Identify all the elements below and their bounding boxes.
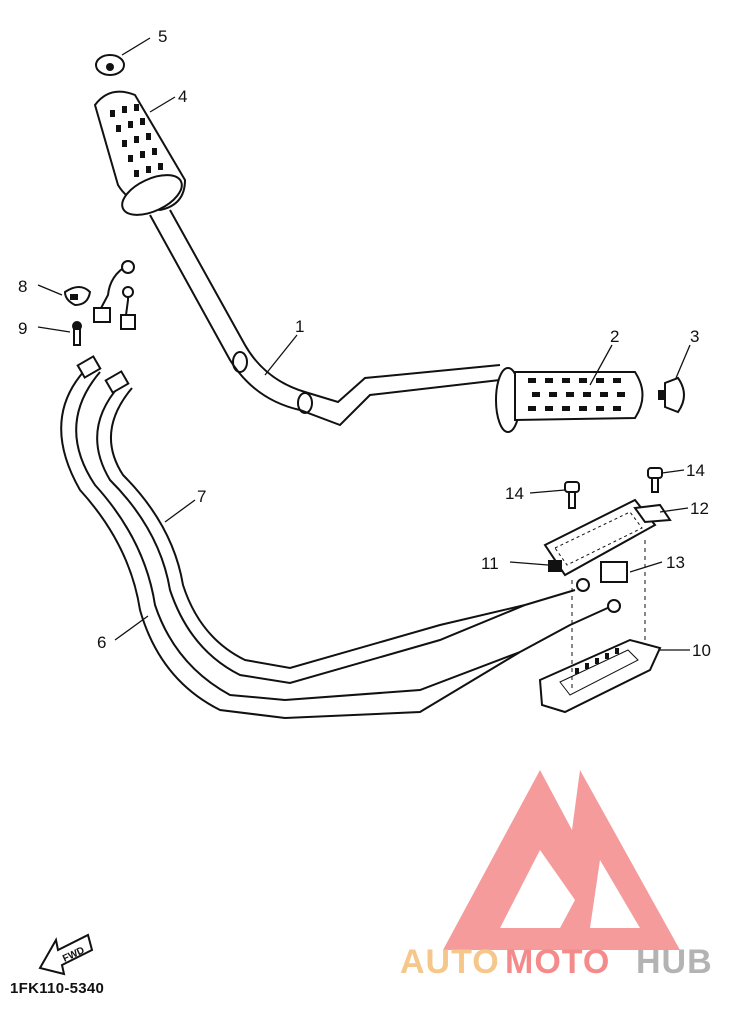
part-code: 1FK110-5340 bbox=[10, 980, 105, 997]
throttle-housing-upper bbox=[543, 498, 657, 577]
right-bar-end bbox=[658, 376, 685, 414]
callout-1: 1 bbox=[295, 317, 304, 336]
left-grip bbox=[93, 90, 187, 216]
callout-2: 2 bbox=[610, 327, 619, 346]
handlebar bbox=[149, 209, 501, 427]
callout-7: 7 bbox=[197, 487, 206, 506]
screw-left bbox=[564, 481, 580, 509]
callout-12: 12 bbox=[690, 499, 709, 518]
callout-8: 8 bbox=[18, 277, 27, 296]
callout-4: 4 bbox=[178, 87, 187, 106]
callout-10: 10 bbox=[692, 641, 711, 660]
screw-right bbox=[647, 467, 663, 493]
cable-clip bbox=[63, 286, 92, 307]
throttle-cables bbox=[60, 264, 613, 720]
callout-9: 9 bbox=[18, 319, 27, 338]
clip-screw bbox=[72, 321, 82, 346]
watermark-part2: MOTO bbox=[505, 943, 610, 981]
forward-arrow-icon: FWD bbox=[38, 933, 94, 976]
leader-lines bbox=[37, 37, 691, 651]
callout-11: 11 bbox=[481, 554, 499, 573]
watermark-logo bbox=[443, 770, 680, 950]
callout-6: 6 bbox=[97, 633, 106, 652]
callout-14-right: 14 bbox=[686, 461, 705, 480]
callout-3: 3 bbox=[690, 327, 699, 346]
cable-guide bbox=[600, 561, 628, 583]
right-grip bbox=[495, 367, 644, 433]
left-bar-end bbox=[95, 54, 125, 76]
watermark-text: AUTO MOTO HUB bbox=[400, 943, 713, 981]
callout-13: 13 bbox=[666, 553, 685, 572]
throttle-housing-lower bbox=[538, 638, 662, 714]
callout-5: 5 bbox=[158, 27, 167, 46]
plate bbox=[633, 503, 672, 524]
callout-14-left: 14 bbox=[505, 484, 524, 503]
cable-ends bbox=[76, 260, 621, 613]
watermark-part3: HUB bbox=[636, 943, 713, 981]
watermark-part1: AUTO bbox=[400, 943, 500, 981]
